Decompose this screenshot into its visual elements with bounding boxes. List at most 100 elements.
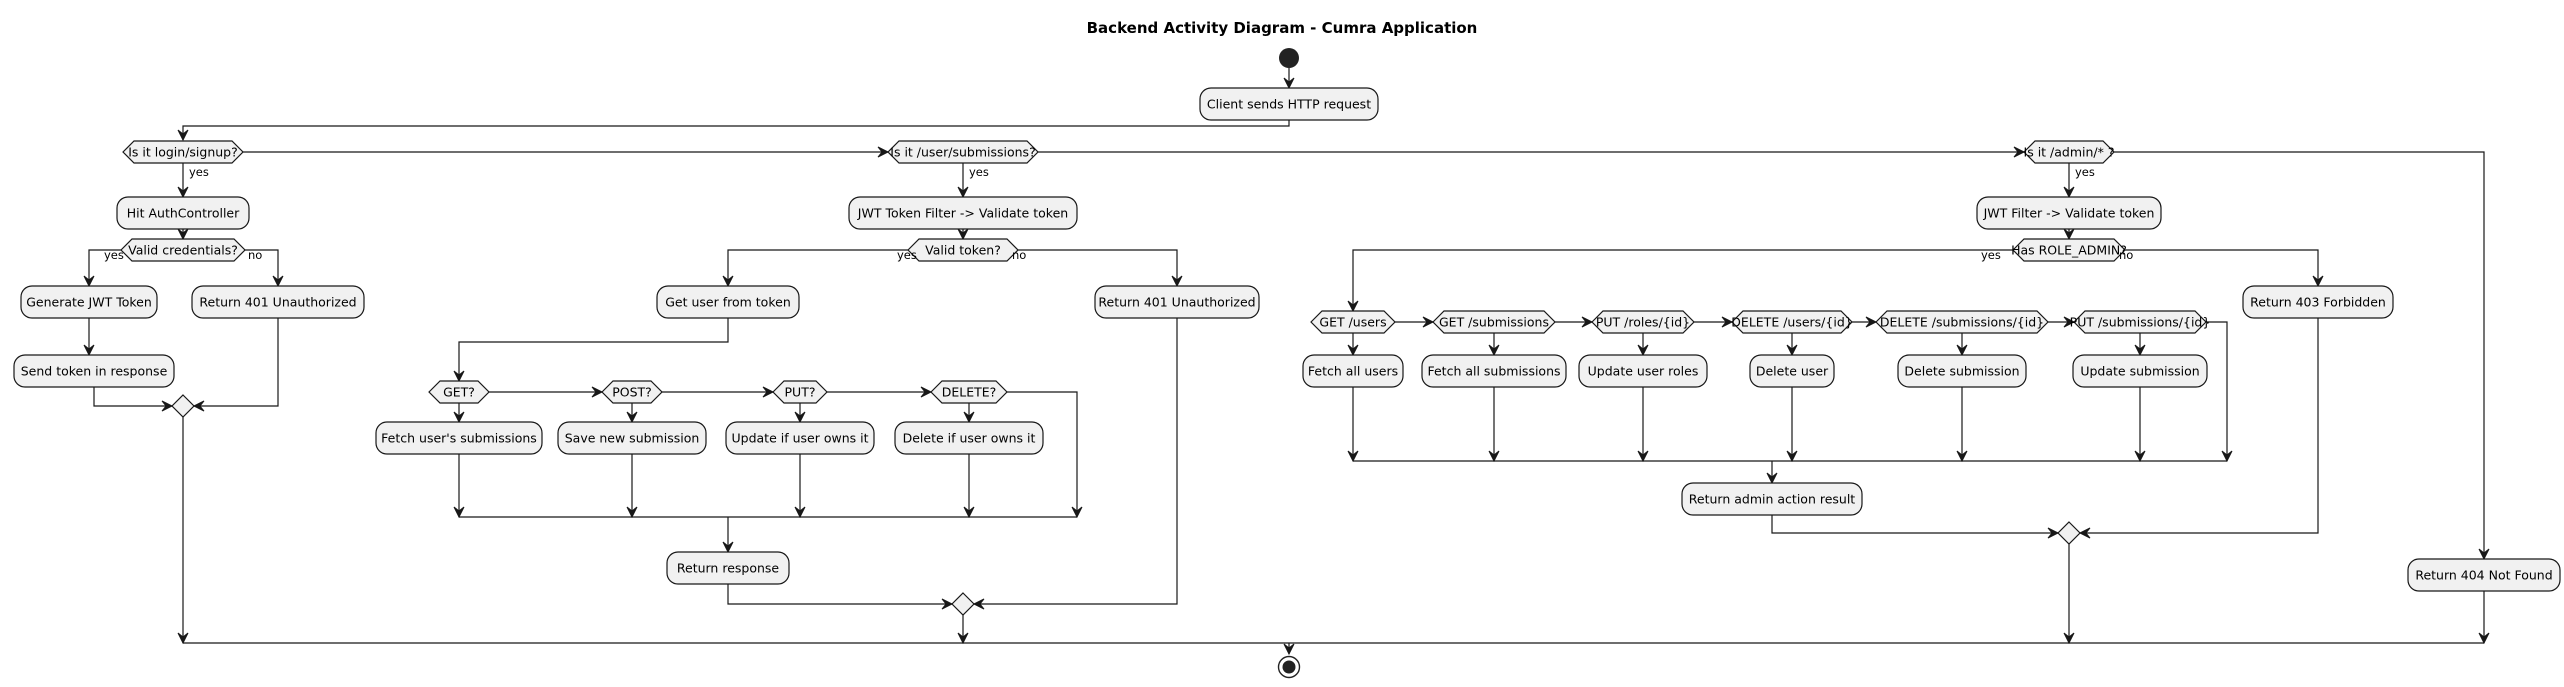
arrowhead: [1637, 344, 1649, 357]
action-ret403: Return 403 Forbidden: [2242, 285, 2394, 319]
arrowhead: [1637, 450, 1649, 463]
decision-label: Is it /user/submissions?: [890, 145, 1035, 160]
arrowhead: [722, 275, 734, 288]
action-label: Fetch all users: [1308, 364, 1398, 379]
arrowhead: [1786, 344, 1798, 357]
decision-is_login: Is it login/signup?: [122, 140, 244, 164]
decision-label: Is it /admin/* ?: [2024, 145, 2115, 160]
action-label: Fetch user's submissions: [381, 431, 537, 446]
action-return_response: Return response: [666, 551, 790, 585]
start-node: [1279, 48, 1299, 68]
branch-label-yes: yes: [104, 248, 124, 262]
action-label: Return admin action result: [1689, 492, 1856, 507]
action-label: Delete user: [1756, 364, 1829, 379]
diagram-title: Backend Activity Diagram - Cumra Applica…: [1087, 19, 1478, 37]
decision-delete: DELETE?: [930, 380, 1008, 404]
arrowhead: [1956, 450, 1968, 463]
branch-label-yes: yes: [969, 165, 989, 179]
arrowhead: [192, 400, 205, 412]
action-label: Fetch all submissions: [1427, 364, 1560, 379]
decision-put_subs: PUT /submissions/{id}: [2070, 310, 2211, 334]
edge: [182, 120, 1290, 140]
decision-is_admin: Is it /admin/* ?: [2023, 140, 2115, 164]
arrowhead: [2047, 527, 2060, 539]
arrowhead: [722, 541, 734, 554]
decision-label: POST?: [612, 385, 652, 400]
arrowhead: [794, 411, 806, 424]
merge-admin-role: [2057, 521, 2081, 545]
arrowhead: [591, 386, 604, 398]
action-get_user: Get user from token: [656, 285, 800, 319]
edge: [2206, 321, 2228, 461]
arrowhead: [1347, 300, 1359, 313]
action-delete_own: Delete if user owns it: [894, 421, 1044, 455]
action-label: Get user from token: [665, 295, 791, 310]
arrowhead: [2221, 450, 2233, 463]
decision-label: GET /submissions: [1439, 315, 1549, 330]
action-update_roles: Update user roles: [1578, 354, 1708, 388]
edge: [1018, 249, 1178, 286]
decision-post: POST?: [601, 380, 663, 404]
action-label: Generate JWT Token: [26, 295, 152, 310]
decision-get: GET?: [428, 380, 490, 404]
action-update_own: Update if user owns it: [725, 421, 875, 455]
action-ret401_user: Return 401 Unauthorized: [1094, 285, 1260, 319]
action-label: Return 401 Unauthorized: [199, 295, 356, 310]
action-label: Delete submission: [1904, 364, 2019, 379]
arrowhead: [1283, 77, 1295, 90]
action-label: Client sends HTTP request: [1207, 97, 1371, 112]
action-label: Update if user owns it: [732, 431, 869, 446]
arrowhead: [963, 411, 975, 424]
action-label: JWT Filter -> Validate token: [1983, 206, 2155, 221]
arrowhead: [2134, 344, 2146, 357]
arrowhead: [177, 129, 189, 142]
action-fetch_all_users: Fetch all users: [1302, 354, 1404, 388]
action-label: Return 404 Not Found: [2415, 568, 2552, 583]
arrowhead: [2063, 186, 2075, 199]
decision-has_role: Has ROLE_ADMIN?: [2011, 238, 2127, 262]
branch-label-yes: yes: [2075, 165, 2095, 179]
action-save_sub: Save new submission: [557, 421, 707, 455]
action-label: Return 403 Forbidden: [2250, 295, 2386, 310]
merge-user-submissions: [951, 592, 975, 616]
action-label: Delete if user owns it: [903, 431, 1036, 446]
action-label: Send token in response: [21, 364, 168, 379]
arrowhead: [1581, 316, 1594, 328]
action-ret404: Return 404 Not Found: [2407, 558, 2561, 592]
arrowhead: [2478, 632, 2490, 645]
decision-is_user_subs: Is it /user/submissions?: [887, 140, 1039, 164]
arrowhead: [1786, 450, 1798, 463]
action-send_token: Send token in response: [13, 354, 175, 388]
action-delete_sub: Delete submission: [1897, 354, 2027, 388]
arrowhead: [453, 411, 465, 424]
action-update_sub: Update submission: [2072, 354, 2208, 388]
edge: [458, 318, 729, 381]
action-label: Save new submission: [565, 431, 700, 446]
decision-label: PUT /submissions/{id}: [2070, 315, 2211, 330]
edge: [727, 584, 952, 605]
action-fetch_all_subs: Fetch all submissions: [1421, 354, 1567, 388]
arrowhead: [957, 228, 969, 241]
arrowhead: [1171, 275, 1183, 288]
edge: [727, 249, 908, 286]
arrowhead: [161, 400, 174, 412]
arrowhead: [972, 598, 985, 610]
arrowhead: [2134, 450, 2146, 463]
arrowhead: [2478, 548, 2490, 561]
decision-label: Valid credentials?: [128, 243, 238, 258]
action-delete_user: Delete user: [1749, 354, 1835, 388]
decision-label: Valid token?: [925, 243, 1001, 258]
edge: [1352, 249, 2013, 311]
branch-label-no: no: [1012, 248, 1026, 262]
decision-label: Is it login/signup?: [128, 145, 238, 160]
arrowhead: [941, 598, 954, 610]
arrowhead: [177, 228, 189, 241]
arrowhead: [453, 370, 465, 383]
action-client_request: Client sends HTTP request: [1199, 87, 1379, 121]
decision-label: PUT?: [785, 385, 816, 400]
edge: [245, 249, 279, 286]
action-label: Hit AuthController: [127, 206, 240, 221]
arrowhead: [453, 506, 465, 519]
decision-valid_token: Valid token?: [907, 238, 1019, 262]
edge: [2125, 249, 2319, 286]
